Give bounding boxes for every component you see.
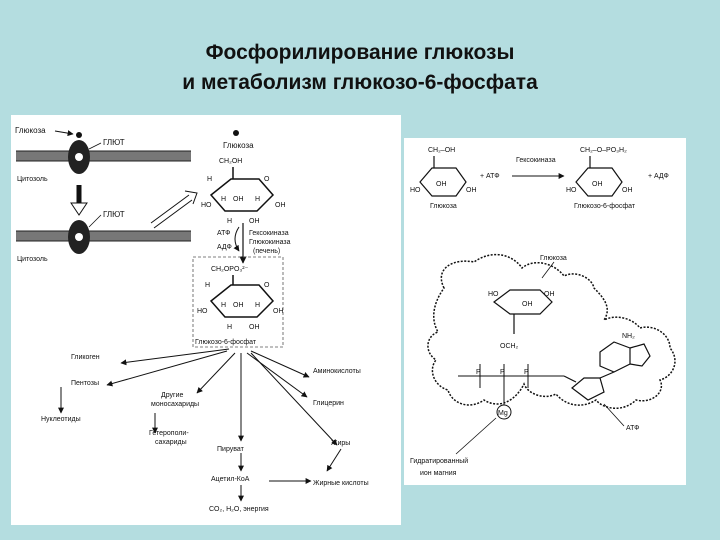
bound-glucose-ring [493,289,553,334]
reaction-glucose-ring [419,156,467,197]
svg-text:HO: HO [201,202,212,209]
svg-text:H: H [227,324,232,331]
svg-text:H: H [221,196,226,203]
pyruvate-label: Пируват [217,446,245,453]
amino-acids-label: Аминокислоты [313,368,361,375]
plus-adp-label: + АДФ [648,173,669,180]
membrane-glucose-label: Глюкоза [15,126,46,135]
svg-text:OH: OH [466,187,477,194]
svg-text:OH: OH [592,181,603,188]
heteropoly-label-1: Гетерополи- [149,430,189,437]
cell-membrane-top [16,140,191,174]
nh2-label: NH₂ [622,333,635,340]
reaction-g6p-label: Глюкозо-6-фосфат [574,203,636,210]
nucleotides-label: Нуклеотиды [41,416,81,423]
cytosol-top-label: Цитозоль [17,176,48,183]
svg-text:OH: OH [436,181,447,188]
reaction-ch2opo3h2: CH₂–O–PO₃H₂ [580,147,627,154]
svg-text:H: H [221,302,226,309]
glycogen-label: Гликоген [71,354,100,361]
right-figure-diagram: CH₂–OH HO OH OH Глюкоза + АТФ Гексокиназ… [410,147,676,477]
hexokinase-label: Гексокиназа [249,230,289,237]
hydrated-ion-label-1: Гидратированный [410,457,468,465]
enzyme-glucose-label: Глюкоза [540,255,567,262]
glut-top-label: ГЛЮТ [103,138,125,147]
svg-text:OH: OH [275,202,286,209]
g6p-ring [209,275,275,318]
plus-atp-label: + АТФ [480,173,500,180]
fatty-acids-label: Жирные кислоты [313,480,369,487]
phosphate-chain [458,364,564,406]
svg-text:OH: OH [233,302,244,309]
svg-text:H: H [255,196,260,203]
reaction-ch2oh: CH₂–OH [428,147,455,154]
glucose-ring [209,167,275,212]
svg-text:H: H [207,176,212,183]
hexokinase-enzyme-outline [427,253,676,409]
svg-text:OH: OH [233,196,244,203]
other-mono-label-2: моносахариды [151,401,199,408]
svg-text:O: O [264,176,270,183]
svg-text:OH: OH [544,291,555,298]
final-products-label: CO₂, H₂O, энергия [209,506,269,513]
glycerol-label: Глицерин [313,400,344,407]
svg-text:H: H [205,282,210,289]
title-line-2: и метаболизм глюкозо-6-фосфата [182,71,538,94]
heteropoly-label-2: сахариды [155,439,187,446]
svg-text:OH: OH [522,301,533,308]
svg-text:OH: OH [273,308,284,315]
svg-text:H: H [255,302,260,309]
reaction-g6p-ring [575,156,623,197]
reaction-glucose-label: Глюкоза [430,203,457,210]
other-mono-label-1: Другие [161,392,184,399]
left-figure-diagram: Глюкоза ГЛЮТ Цитозоль ГЛЮТ Цитозоль Глюк… [15,126,369,513]
svg-text:HO: HO [488,291,499,298]
svg-text:P: P [476,369,481,376]
svg-text:O: O [264,282,270,289]
hydrated-ion-label-2: ион магния [420,470,457,477]
to-structure-arrow-icon [150,190,198,229]
svg-text:OH: OH [249,218,260,225]
svg-text:HO: HO [566,187,577,194]
svg-text:P: P [500,369,505,376]
och2-label: OCH₂ [500,343,519,350]
atp-label: АТФ [217,230,231,237]
svg-text:OH: OH [622,187,633,194]
liver-label: (печень) [253,248,280,255]
glucose-molecule-dot [76,132,82,138]
right-figure-panel: CH₂–OH HO OH OH Глюкоза + АТФ Гексокиназ… [404,138,686,485]
magnesium-ion-icon [496,404,512,420]
svg-text:OH: OH [249,324,260,331]
enzyme-atp-label: АТФ [626,425,640,432]
pathway-arrows [58,348,342,502]
cell-membrane-bottom [16,220,191,254]
glut-bottom-label: ГЛЮТ [103,210,125,219]
structure-glucose-dot [233,130,239,136]
acetyl-coa-label: Ацетил-КоА [211,476,250,483]
fats-label: Жиры [331,440,350,447]
structure-ch2oh: CH₂OH [219,158,242,165]
down-arrow-icon [70,202,88,216]
slide-title: Фосфорилирование глюкозы и метаболизм гл… [0,38,720,98]
adenine-ring [563,341,651,401]
svg-text:HO: HO [410,187,421,194]
adp-label: АДФ [217,244,232,251]
structure-ch2opo3: CH₂OPO₃²⁻ [211,266,249,273]
svg-text:HO: HO [197,308,208,315]
glucokinase-label: Глюкокиназа [249,239,291,246]
structure-glucose-label: Глюкоза [223,141,254,150]
left-figure-panel: Глюкоза ГЛЮТ Цитозоль ГЛЮТ Цитозоль Глюк… [11,115,401,525]
cytosol-bottom-label: Цитозоль [17,256,48,263]
g6p-label: Глюкозо-6-фосфат [195,339,257,346]
title-line-1: Фосфорилирование глюкозы [205,41,515,64]
pentoses-label: Пентозы [71,380,99,387]
svg-text:H: H [227,218,232,225]
g6p-dashed-box [192,256,284,348]
hexokinase-enzyme-label: Гексокиназа [516,157,556,164]
svg-text:P: P [524,369,529,376]
mg-label: Mg [498,410,508,417]
